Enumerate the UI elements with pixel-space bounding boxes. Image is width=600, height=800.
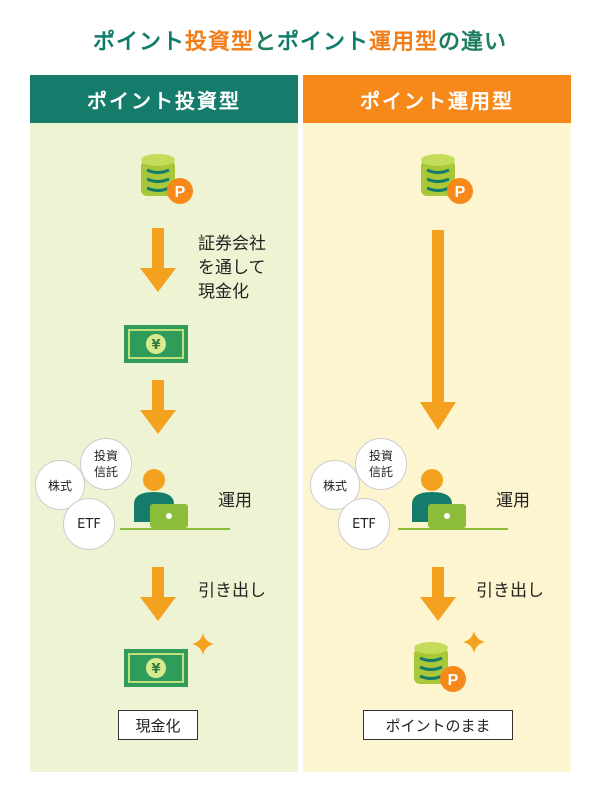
operate-label: 運用: [218, 491, 252, 511]
stock-bubble: 株式: [35, 460, 85, 510]
panel-header: ポイント運用型: [303, 75, 571, 123]
step-label-line: 証券会社: [198, 234, 266, 254]
page-title: ポイント投資型とポイント運用型の違い: [0, 24, 600, 56]
yen-symbol: ¥: [151, 338, 160, 353]
result-box: 現金化: [118, 710, 198, 740]
etf-bubble: ETF: [338, 498, 390, 550]
withdraw-label: 引き出し: [476, 581, 544, 601]
operate-label: 運用: [496, 491, 530, 511]
arrow-down-icon: [140, 228, 176, 292]
step-label-line: を通して: [198, 258, 266, 278]
bubble-text: 信託: [93, 465, 118, 479]
bubble-text: 投資: [93, 449, 118, 463]
bubble-text: 投資: [368, 449, 393, 463]
title-part: 運用型: [369, 30, 439, 55]
point-coin-icon: P: [414, 642, 466, 692]
investment-trust-bubble: 投資 信託: [355, 438, 407, 490]
banknote-icon: ¥: [124, 649, 188, 687]
point-operation-panel: ポイント運用型 P 投資 信託 株式 ETF 運用 引き出し P: [303, 75, 571, 772]
etf-bubble: ETF: [63, 498, 115, 550]
investment-trust-bubble: 投資 信託: [80, 438, 132, 490]
withdraw-label: 引き出し: [198, 581, 266, 601]
sparkle-icon: [192, 633, 214, 655]
banknote-icon: ¥: [124, 325, 188, 363]
sparkle-icon: [463, 631, 485, 653]
title-part: の違い: [438, 30, 508, 55]
coin-letter: P: [448, 672, 459, 689]
person-laptop-icon: [398, 469, 508, 530]
person-laptop-icon: [120, 469, 230, 530]
step-label-line: 現金化: [198, 282, 249, 302]
step-label: 証券会社 を通して 現金化: [198, 232, 266, 304]
arrow-down-icon: [420, 230, 456, 430]
title-part: 投資型: [184, 30, 254, 55]
coin-letter: P: [455, 184, 466, 201]
arrow-down-icon: [140, 567, 176, 621]
title-part: ポイント: [277, 30, 370, 55]
arrow-down-icon: [420, 567, 456, 621]
coin-letter: P: [175, 184, 186, 201]
arrow-down-icon: [140, 380, 176, 434]
yen-symbol: ¥: [151, 662, 160, 677]
point-coin-icon: P: [421, 154, 473, 204]
point-coin-icon: P: [141, 154, 193, 204]
bubble-text: 信託: [368, 465, 393, 479]
panel-header: ポイント投資型: [30, 75, 298, 123]
title-part: と: [253, 30, 277, 55]
point-investment-panel: ポイント投資型 P 証券会社 を通して 現金化 ¥ 投資 信託 株式 ETF: [30, 75, 298, 772]
result-box: ポイントのまま: [363, 710, 513, 740]
title-part: ポイント: [92, 30, 185, 55]
